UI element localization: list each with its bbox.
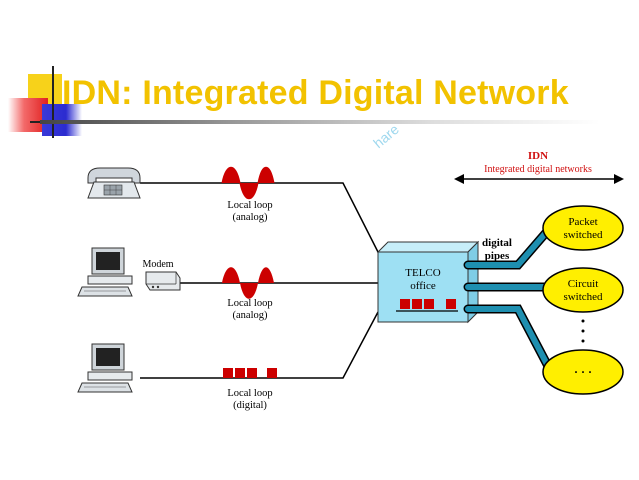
loop-2-label-line2: (analog)	[233, 310, 268, 321]
circuit-switched-network	[542, 267, 624, 313]
packet-switched-network	[542, 205, 624, 251]
pipes-label-line1: digital	[482, 237, 512, 249]
other-network	[542, 349, 624, 395]
digital-pipes	[463, 223, 555, 375]
computer-icon	[77, 343, 133, 393]
packet-label-line2: switched	[563, 229, 603, 241]
computer-icon	[77, 247, 133, 297]
loop-2-label-line1: Local loop	[227, 298, 272, 309]
telephone-icon	[87, 167, 141, 199]
loop-1-label-line1: Local loop	[227, 200, 272, 211]
idn-span-arrow	[454, 174, 624, 184]
loop-lines	[140, 182, 379, 379]
slide-title: IDN: Integrated Digital Network	[62, 74, 569, 112]
modem-label: Modem	[142, 259, 173, 270]
circuit-label-line2: switched	[563, 291, 603, 303]
loop-3-label-line1: Local loop	[227, 388, 272, 399]
telco-label-line1: TELCO	[405, 267, 440, 279]
title-underline	[40, 120, 600, 124]
digital-signal-icon	[223, 368, 277, 378]
packet-label-line1: Packet	[568, 216, 597, 228]
deco-vertical-line	[52, 66, 54, 138]
loop-3-label-line2: (digital)	[233, 400, 267, 411]
circuit-label-line1: Circuit	[568, 278, 599, 290]
analog-signal-icon	[221, 166, 275, 200]
telco-digital-signal	[396, 299, 458, 312]
loop-1-label-line2: (analog)	[233, 212, 268, 223]
idn-sublabel: Integrated digital networks	[484, 164, 592, 175]
idn-label: IDN	[528, 150, 548, 162]
deco-red-square	[8, 98, 48, 132]
more-networks-dots	[581, 319, 585, 343]
other-network-label: · · ·	[574, 365, 592, 379]
analog-signal-icon	[222, 267, 274, 299]
modem-icon	[145, 271, 181, 291]
telco-label-line2: office	[410, 280, 436, 292]
pipes-label-line2: pipes	[485, 250, 510, 262]
